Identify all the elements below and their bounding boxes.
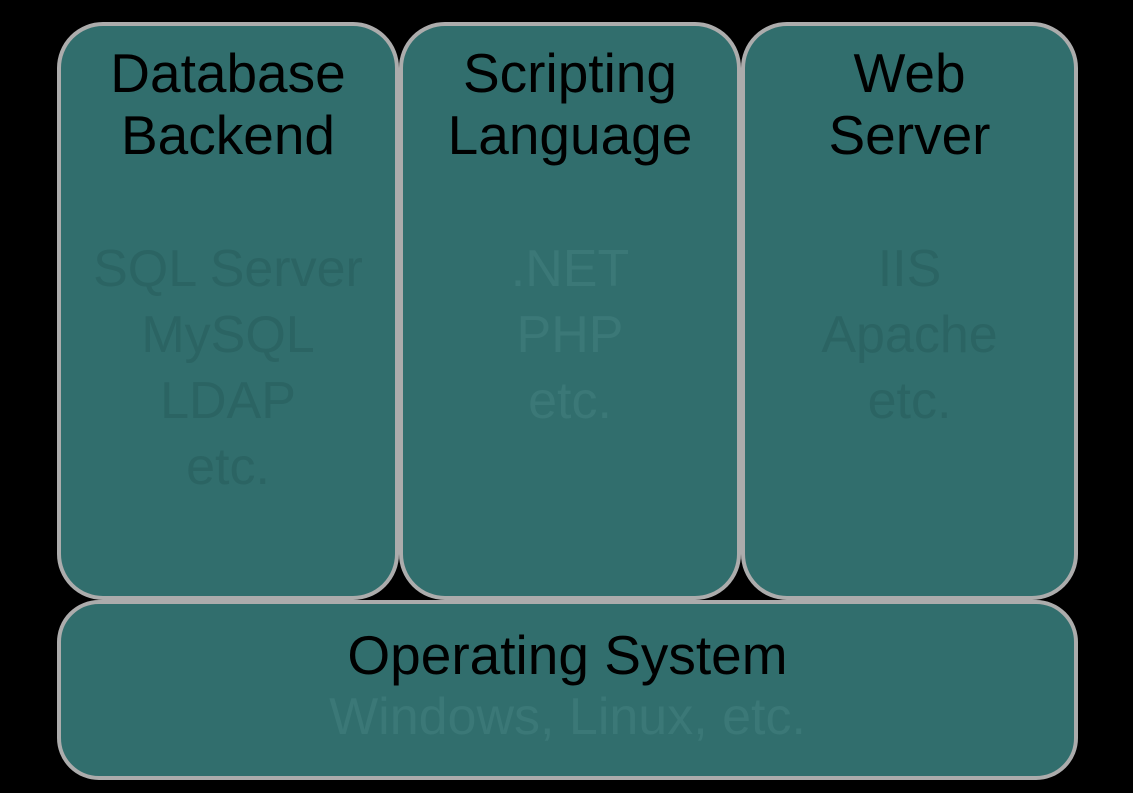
ghost-item: etc.: [528, 372, 612, 430]
title-line: Database: [110, 42, 346, 104]
ghost-item: SQL Server: [93, 240, 363, 298]
ghost-item: PHP: [516, 306, 624, 364]
operating-system-title: Operating System: [347, 624, 788, 686]
scripting-language-items: .NET PHP etc.: [403, 236, 737, 434]
title-line: Language: [447, 104, 693, 166]
scripting-language-box: Scripting Language .NET PHP etc.: [399, 22, 741, 600]
title-line: Backend: [120, 104, 336, 166]
ghost-item: LDAP: [160, 372, 296, 430]
database-backend-items: SQL Server MySQL LDAP etc.: [61, 236, 395, 500]
web-server-box: Web Server IIS Apache etc.: [741, 22, 1078, 600]
title-line: Server: [828, 104, 991, 166]
title-line: Scripting: [463, 42, 677, 104]
ghost-item: .NET: [510, 240, 630, 298]
operating-system-box: Operating System Windows, Linux, etc.: [57, 600, 1078, 780]
ghost-item: etc.: [186, 438, 270, 496]
ghost-item: IIS: [877, 240, 942, 298]
title-line: Web: [853, 42, 966, 104]
ghost-item: MySQL: [141, 306, 315, 364]
database-backend-box: Database Backend SQL Server MySQL LDAP e…: [57, 22, 399, 600]
web-server-items: IIS Apache etc.: [745, 236, 1074, 434]
operating-system-subtitle: Windows, Linux, etc.: [329, 688, 806, 746]
ghost-item: etc.: [867, 372, 952, 430]
database-backend-title: Database Backend: [61, 42, 395, 166]
web-server-title: Web Server: [745, 42, 1074, 166]
ghost-item: Apache: [821, 306, 998, 364]
scripting-language-title: Scripting Language: [403, 42, 737, 166]
